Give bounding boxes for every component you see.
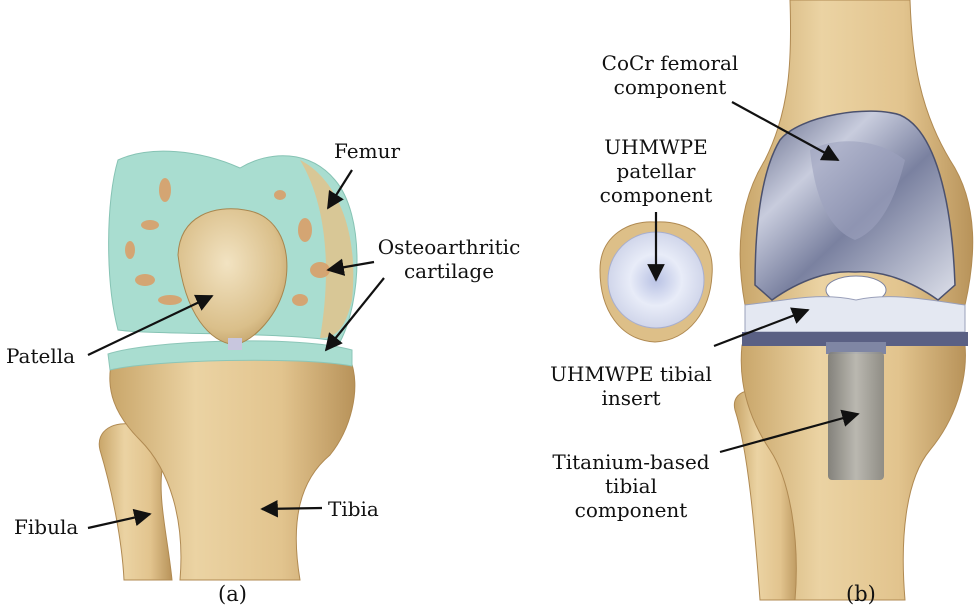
label-cocr-femoral-component: CoCr femoral component — [570, 51, 770, 99]
label-ti-line2: tibial — [536, 474, 726, 498]
arrow-tibia — [262, 508, 322, 509]
label-tib-ins-line2: insert — [536, 386, 726, 410]
caption-a: (a) — [218, 582, 247, 606]
label-pat-line1: UHMWPE — [566, 135, 746, 159]
label-titanium-tibial-component: Titanium-based tibial component — [536, 450, 726, 522]
label-tibia: Tibia — [328, 497, 379, 521]
label-pat-line3: component — [566, 183, 746, 207]
label-femur: Femur — [334, 139, 400, 163]
label-patella: Patella — [6, 344, 75, 368]
label-ti-line1: Titanium-based — [536, 450, 726, 474]
label-cocr-line1: CoCr femoral — [570, 51, 770, 75]
label-pat-line2: patellar — [566, 159, 746, 183]
label-ti-line3: component — [536, 498, 726, 522]
titanium-tibial-stem — [828, 352, 884, 480]
label-osteoarthritic-cartilage: Osteoarthritic cartilage — [364, 235, 534, 283]
label-tib-ins-line1: UHMWPE tibial — [536, 362, 726, 386]
label-cocr-line2: component — [570, 75, 770, 99]
uhmwpe-tibial-insert — [745, 297, 965, 332]
label-oa-line2: cartilage — [364, 259, 534, 283]
label-fibula: Fibula — [14, 515, 78, 539]
label-uhmwpe-tibial-insert: UHMWPE tibial insert — [536, 362, 726, 410]
label-oa-line1: Osteoarthritic — [364, 235, 534, 259]
meniscus-bit — [228, 338, 242, 350]
label-uhmwpe-patellar-component: UHMWPE patellar component — [566, 135, 746, 207]
caption-b: (b) — [846, 582, 876, 606]
